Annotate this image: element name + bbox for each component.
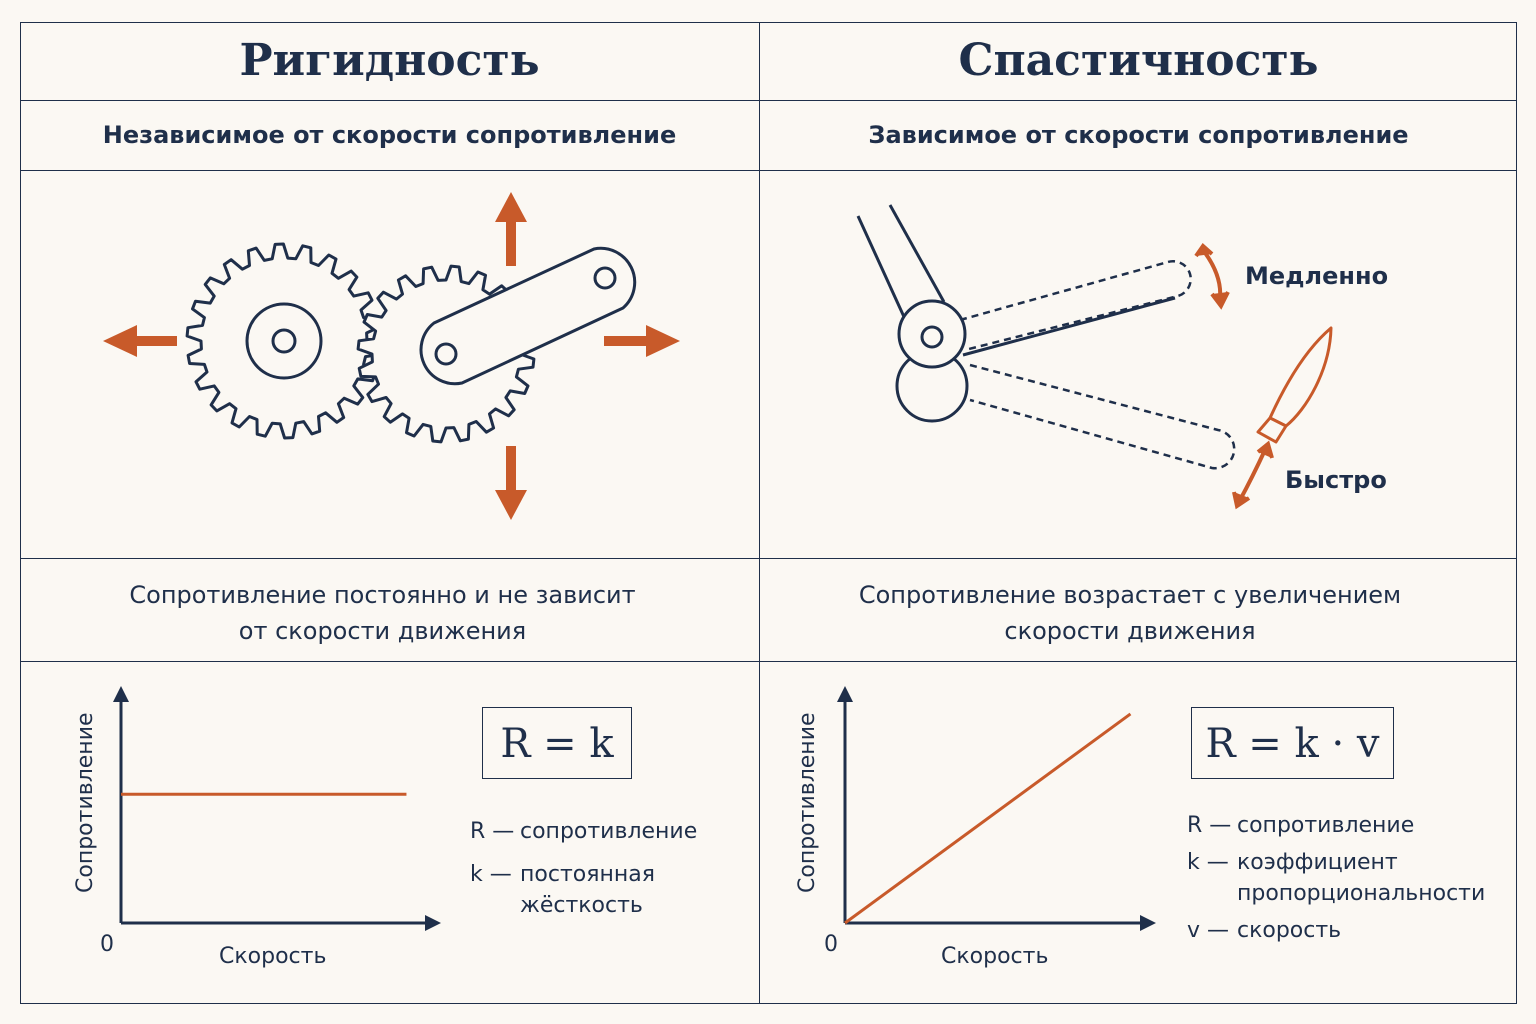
legend-symbol: R —	[1187, 813, 1232, 838]
gear-left-icon	[185, 242, 383, 440]
row-divider	[20, 661, 1517, 662]
spasticity-ylabel: Сопротивление	[795, 712, 820, 893]
upper-limb-icon	[856, 204, 946, 331]
spasticity-xlabel: Скорость	[941, 944, 1049, 969]
legend-symbol: k —	[470, 862, 512, 887]
knife-icon	[1256, 326, 1333, 444]
legend-item: R — сопротивление	[1187, 810, 1507, 841]
legend-item: k — коэффициент пропорциональности	[1187, 847, 1507, 909]
rigidity-chart-axes	[113, 686, 441, 931]
crank-lever-icon	[419, 246, 637, 386]
spasticity-chart-axes	[837, 686, 1156, 931]
rigidity-description: Сопротивление постоянно и не зависит от …	[129, 581, 636, 645]
legend-text: постоянная жёсткость	[520, 862, 655, 918]
legend-symbol: R —	[470, 819, 515, 844]
legend-text: сопротивление	[1237, 813, 1415, 838]
rigidity-formula: R = k	[482, 707, 632, 779]
row-divider	[20, 100, 1517, 101]
rigidity-legend: R — сопротивление k — постоянная жёсткос…	[470, 816, 720, 921]
comparison-table	[20, 22, 1517, 1004]
spasticity-subtitle: Зависимое от скорости сопротивление	[868, 121, 1409, 149]
elbow-joint-icon	[895, 299, 969, 423]
column-divider	[759, 22, 760, 1004]
legend-item: R — сопротивление	[470, 816, 720, 847]
rigidity-origin-label: 0	[100, 932, 114, 957]
spasticity-title: Спастичность	[958, 35, 1319, 86]
resistance-arrows-icon	[103, 192, 680, 520]
legend-item: v — скорость	[1187, 915, 1507, 946]
legend-text: коэффициент пропорциональности	[1237, 850, 1486, 906]
rigidity-title: Ригидность	[239, 35, 540, 86]
spasticity-description: Сопротивление возрастает с увеличением с…	[858, 581, 1402, 645]
spasticity-origin-label: 0	[824, 932, 838, 957]
spasticity-formula: R = k · v	[1191, 707, 1394, 779]
legend-text: скорость	[1237, 918, 1342, 943]
fast-label: Быстро	[1285, 466, 1387, 494]
legend-text: сопротивление	[520, 819, 698, 844]
spasticity-legend: R — сопротивление k — коэффициент пропор…	[1187, 810, 1507, 946]
forearm-dashed-icon	[959, 260, 1236, 470]
legend-item: k — постоянная жёсткость	[470, 859, 720, 921]
rigidity-xlabel: Скорость	[219, 944, 327, 969]
slow-arrow-icon	[1194, 243, 1230, 310]
legend-symbol: k —	[1187, 850, 1229, 875]
row-divider	[20, 170, 1517, 171]
spasticity-series-line	[844, 712, 1132, 925]
row-divider	[20, 558, 1517, 559]
rigidity-ylabel: Сопротивление	[73, 712, 98, 893]
slow-label: Медленно	[1245, 262, 1389, 290]
fast-arrow-icon	[1232, 440, 1274, 510]
rigidity-subtitle: Независимое от скорости сопротивление	[102, 121, 677, 149]
forearm-solid-icon	[962, 296, 1176, 357]
legend-symbol: v —	[1187, 918, 1230, 943]
